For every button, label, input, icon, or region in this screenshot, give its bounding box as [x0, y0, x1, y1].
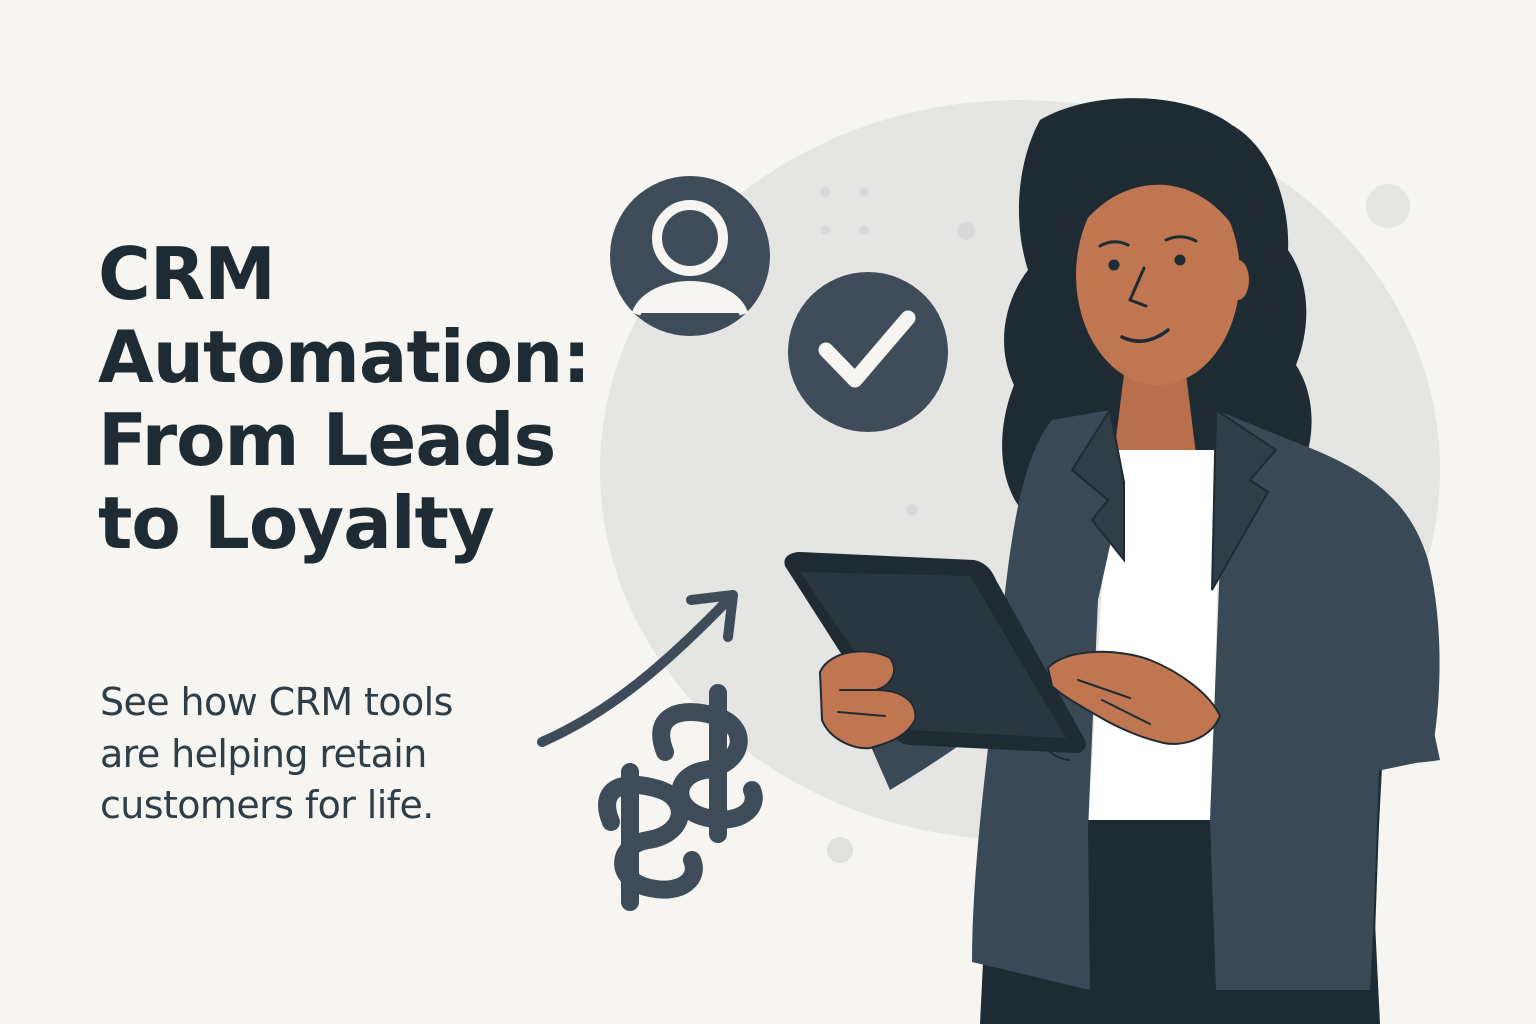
headline-line: From Leads — [98, 398, 556, 483]
dollar-sign-icon — [652, 684, 763, 843]
trend-arrow-icon — [537, 590, 738, 747]
subhead-line: are helping retain — [100, 731, 427, 776]
headline: CRM Automation: From Leads to Loyalty — [98, 232, 738, 566]
subhead-line: See how CRM tools — [100, 680, 453, 724]
headline-line: Automation: — [98, 315, 591, 400]
headline-line: CRM — [98, 232, 276, 316]
dollar-sign-icon — [598, 763, 703, 911]
headline-line: to Loyalty — [98, 481, 495, 566]
checkmark-icon — [788, 272, 948, 432]
businesswoman-with-tablet — [784, 98, 1440, 1024]
subhead: See how CRM tools are helping retain cus… — [100, 677, 570, 832]
user-avatar-icon — [610, 176, 770, 336]
subhead-line: customers for life. — [100, 783, 434, 828]
